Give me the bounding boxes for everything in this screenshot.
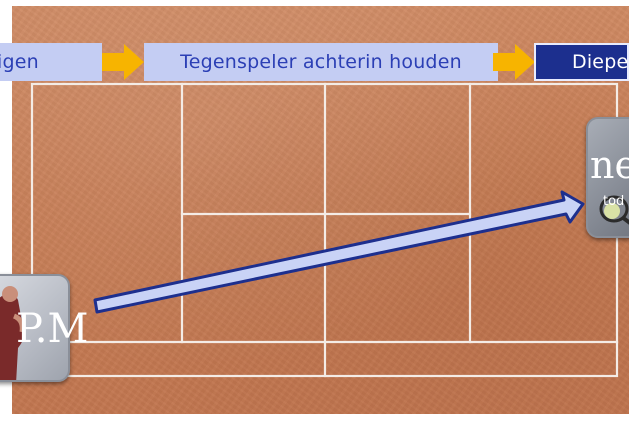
step-3-label: Diepe xyxy=(572,51,629,73)
player-right-sponsor-subtext: tod xyxy=(603,194,625,209)
player-left-photo xyxy=(0,274,70,382)
step-2-label: Tegenspeler achterin houden xyxy=(180,51,462,73)
player-left-sponsor-text: P.M xyxy=(16,306,89,352)
step-3-box-active: Diepe xyxy=(534,43,629,81)
step-2-box: Tegenspeler achterin houden xyxy=(144,43,498,81)
shot-direction-arrow xyxy=(93,190,585,314)
chevron-right-icon xyxy=(493,44,535,80)
player-right-sponsor-text: ner xyxy=(590,143,629,187)
chevron-right-icon xyxy=(102,44,144,80)
tennis-racket-icon xyxy=(599,195,629,225)
step-1-label: igen xyxy=(0,51,39,73)
step-1-box: igen xyxy=(0,43,102,81)
player-right-photo xyxy=(586,117,629,238)
player-silhouette-icon xyxy=(0,286,25,380)
